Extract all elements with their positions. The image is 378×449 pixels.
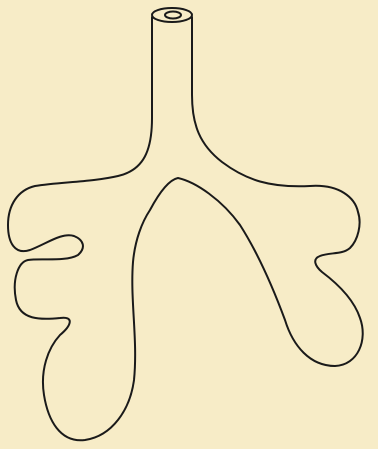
- branching-outline: [8, 17, 363, 440]
- tube-opening-outer: [152, 8, 192, 22]
- tube-opening-inner: [165, 12, 181, 19]
